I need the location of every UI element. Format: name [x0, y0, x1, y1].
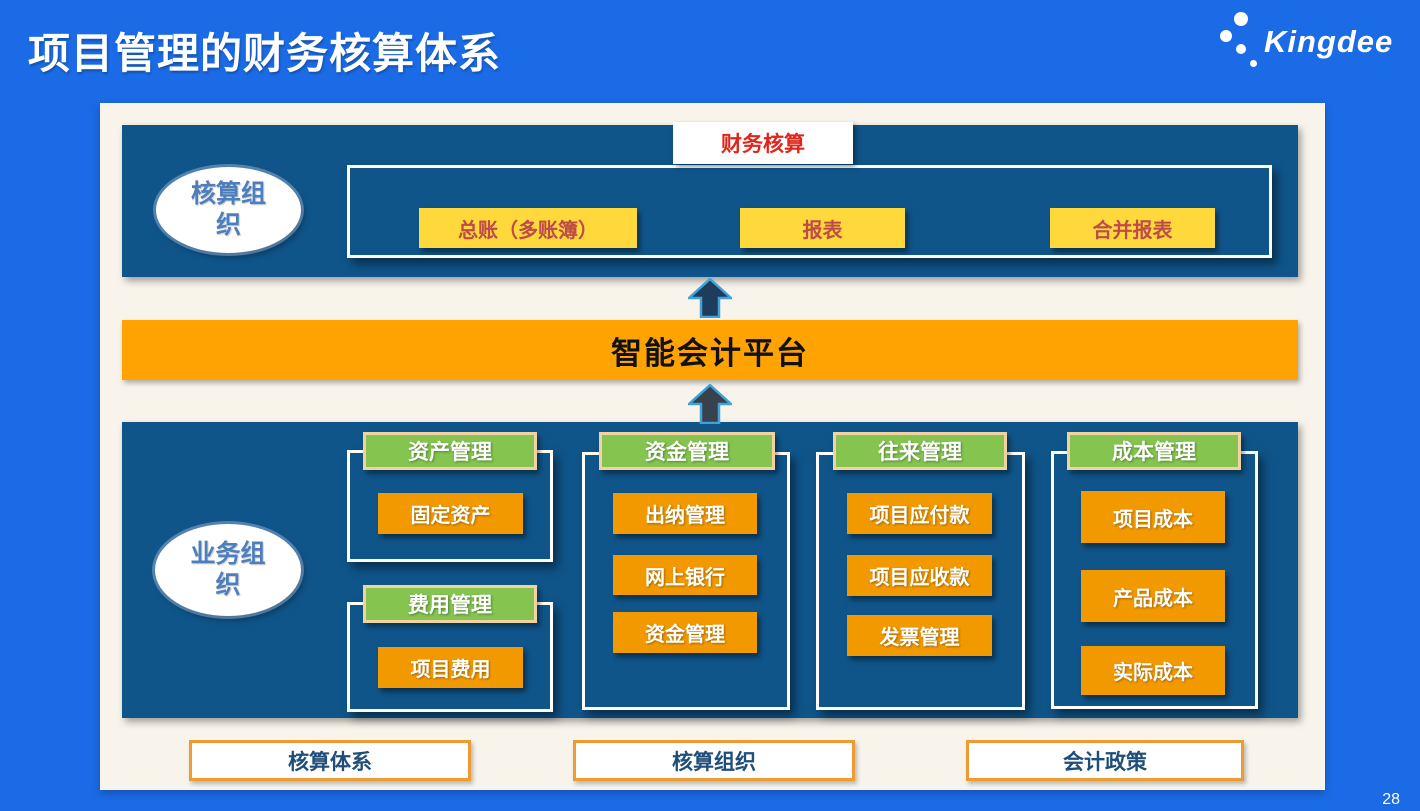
product-cost-box: 产品成本 [1081, 570, 1225, 622]
accounting-org-ellipse: 核算组织 [156, 167, 301, 253]
business-org-ellipse: 业务组织 [155, 524, 301, 616]
fund-mgmt-box: 资金管理 [613, 612, 757, 653]
footer-box-accounting-org: 核算组织 [573, 740, 855, 781]
general-ledger-box: 总账（多账簿） [419, 208, 637, 248]
consolidated-report-box: 合并报表 [1050, 208, 1215, 248]
report-box: 报表 [740, 208, 905, 248]
footer-box-accounting-system: 核算体系 [189, 740, 471, 781]
accounting-org-label: 核算组织 [190, 179, 266, 239]
cost-mgmt-header: 成本管理 [1067, 432, 1241, 470]
logo-dot-icon [1220, 30, 1232, 42]
project-payable-box: 项目应付款 [847, 493, 992, 534]
finance-accounting-frame [347, 165, 1272, 258]
platform-bar: 智能会计平台 [122, 320, 1298, 380]
business-org-panel: 业务组织 资产管理 固定资产 费用管理 项目费用 资金管理 出纳管理 网上银行 … [122, 422, 1298, 718]
project-expense-box: 项目费用 [378, 647, 523, 688]
cashier-mgmt-box: 出纳管理 [613, 493, 757, 534]
project-receivable-box: 项目应收款 [847, 555, 992, 596]
finance-accounting-label: 财务核算 [673, 122, 853, 164]
fixed-asset-box: 固定资产 [378, 493, 523, 534]
online-banking-box: 网上银行 [613, 555, 757, 595]
up-arrow-icon [688, 278, 732, 318]
logo-dot-icon [1250, 60, 1257, 67]
fund-mgmt-header: 资金管理 [599, 432, 775, 470]
footer-box-accounting-policy: 会计政策 [966, 740, 1244, 781]
logo-dot-icon [1234, 12, 1248, 26]
content-panel: 核算组织 财务核算 总账（多账簿） 报表 合并报表 智能会计平台 业务组织 [100, 103, 1325, 790]
business-org-label: 业务组织 [190, 539, 266, 599]
project-cost-box: 项目成本 [1081, 491, 1225, 543]
expense-mgmt-header: 费用管理 [363, 585, 537, 623]
actual-cost-box: 实际成本 [1081, 646, 1225, 695]
page-title: 项目管理的财务核算体系 [28, 30, 502, 77]
logo-dot-icon [1236, 44, 1246, 54]
asset-mgmt-header: 资产管理 [363, 432, 537, 470]
kingdee-logo: Kingdee [1216, 6, 1406, 72]
page-number: 28 [1382, 791, 1400, 808]
logo-wordmark: Kingdee [1264, 24, 1394, 59]
transactions-mgmt-header: 往来管理 [833, 432, 1007, 470]
accounting-org-panel: 核算组织 财务核算 总账（多账簿） 报表 合并报表 [122, 122, 1298, 277]
invoice-mgmt-box: 发票管理 [847, 615, 992, 656]
platform-label: 智能会计平台 [611, 335, 809, 371]
up-arrow-icon [688, 384, 732, 424]
